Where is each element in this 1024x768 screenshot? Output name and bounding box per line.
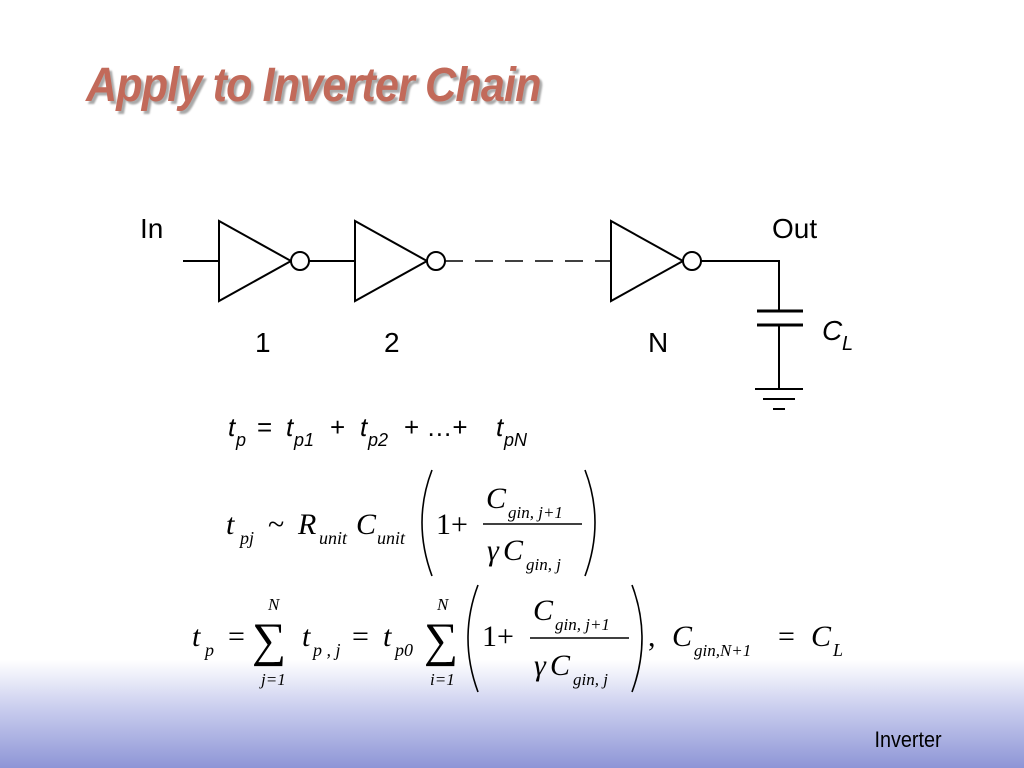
inverter-n-triangle: [610, 219, 686, 303]
eq3-sum1-top: N: [267, 595, 281, 614]
eq3-num-sub: gin, j+1: [555, 615, 610, 634]
eq3-bc-rhs-sub: L: [832, 640, 843, 660]
eq1-tp-sub: p: [235, 430, 246, 450]
eq3-gamma: γ: [534, 649, 547, 682]
equation-3: t p = N ∑ j=1 t p , j = t p0 N ∑ i=1 1+ …: [192, 584, 843, 693]
footer-gradient: [0, 660, 1024, 768]
eq2-C-sub: unit: [377, 528, 406, 548]
stage-label-n: N: [648, 327, 668, 358]
eq3-sum2-top: N: [436, 595, 450, 614]
eq3-sum1-sigma: ∑: [252, 614, 286, 667]
load-cap-subscript: L: [842, 333, 853, 355]
eq1-t1: t: [286, 412, 295, 442]
eq2-gamma: γ: [487, 534, 500, 567]
eq3-sum2-sigma: ∑: [424, 614, 458, 667]
eq3-den-C: C: [550, 649, 571, 682]
inverter-2-bubble: [426, 251, 446, 271]
eq3-one-plus: 1+: [482, 620, 514, 653]
eq3-term-sub: p , j: [311, 640, 341, 660]
eq3-sum2-bottom: i=1: [430, 670, 455, 689]
inverter-n-bubble: [682, 251, 702, 271]
eq3-equals1: =: [228, 620, 245, 653]
inverter-2-triangle: [354, 219, 430, 303]
eq1-tn-sub: pN: [503, 430, 528, 450]
stage-label-1: 1: [255, 327, 271, 358]
eq3-bc-rhs: C: [811, 620, 832, 653]
eq2-lhs: t: [226, 508, 235, 541]
eq2-left-paren: [421, 469, 433, 577]
eq1-equals: =: [257, 412, 272, 442]
eq3-t0: t: [383, 620, 392, 653]
eq2-one-plus: 1+: [436, 508, 468, 541]
eq2-num-sub: gin, j+1: [508, 503, 563, 522]
eq1-t1-sub: p1: [293, 430, 314, 450]
eq2-den-C: C: [503, 534, 524, 567]
eq3-sum1-bottom: j=1: [259, 670, 286, 689]
slide-title: Apply to Inverter Chain: [86, 59, 541, 112]
eq3-bc-C: C: [672, 620, 693, 653]
equation-2: t pj ~ R unit C unit 1+ C gin, j+1 γ C g…: [226, 469, 596, 577]
inverter-1-bubble: [290, 251, 310, 271]
eq1-tn: t: [496, 412, 505, 442]
load-cap-symbol: C: [822, 315, 843, 346]
eq3-equals2: =: [352, 620, 369, 653]
eq2-R-sub: unit: [319, 528, 348, 548]
stage-label-2: 2: [384, 327, 400, 358]
eq2-C: C: [356, 508, 377, 541]
eq3-right-paren: [631, 584, 643, 693]
eq2-den-sub: gin, j: [526, 555, 561, 574]
eq3-bc-equals: =: [778, 620, 795, 653]
inverter-1-triangle: [218, 219, 294, 303]
eq3-lhs: t: [192, 620, 201, 653]
eq3-comma: ,: [648, 620, 656, 653]
eq2-sim: ~: [268, 508, 284, 541]
eq3-term: t: [302, 620, 311, 653]
eq1-plus1: +: [330, 412, 345, 442]
output-label: Out: [772, 213, 817, 244]
eq3-den-sub: gin, j: [573, 670, 608, 689]
eq3-left-paren: [467, 584, 479, 693]
eq2-right-paren: [584, 469, 596, 577]
eq1-t2-sub: p2: [367, 430, 388, 450]
eq2-R: R: [297, 508, 316, 541]
eq1-t2: t: [360, 412, 369, 442]
equation-1: t p = t p1 + t p2 + …+ t pN: [228, 412, 528, 450]
input-label: In: [140, 213, 163, 244]
eq1-dots: + …+: [404, 412, 468, 442]
footer-label: Inverter: [874, 727, 942, 752]
eq3-lhs-sub: p: [203, 640, 214, 660]
output-wire: [701, 260, 780, 311]
eq1-tp: t: [228, 412, 237, 442]
eq2-num-C: C: [486, 482, 507, 515]
eq3-t0-sub: p0: [393, 640, 413, 660]
eq3-num-C: C: [533, 594, 554, 627]
eq2-lhs-sub: pj: [238, 528, 254, 548]
eq3-bc-sub: gin,N+1: [694, 641, 751, 660]
